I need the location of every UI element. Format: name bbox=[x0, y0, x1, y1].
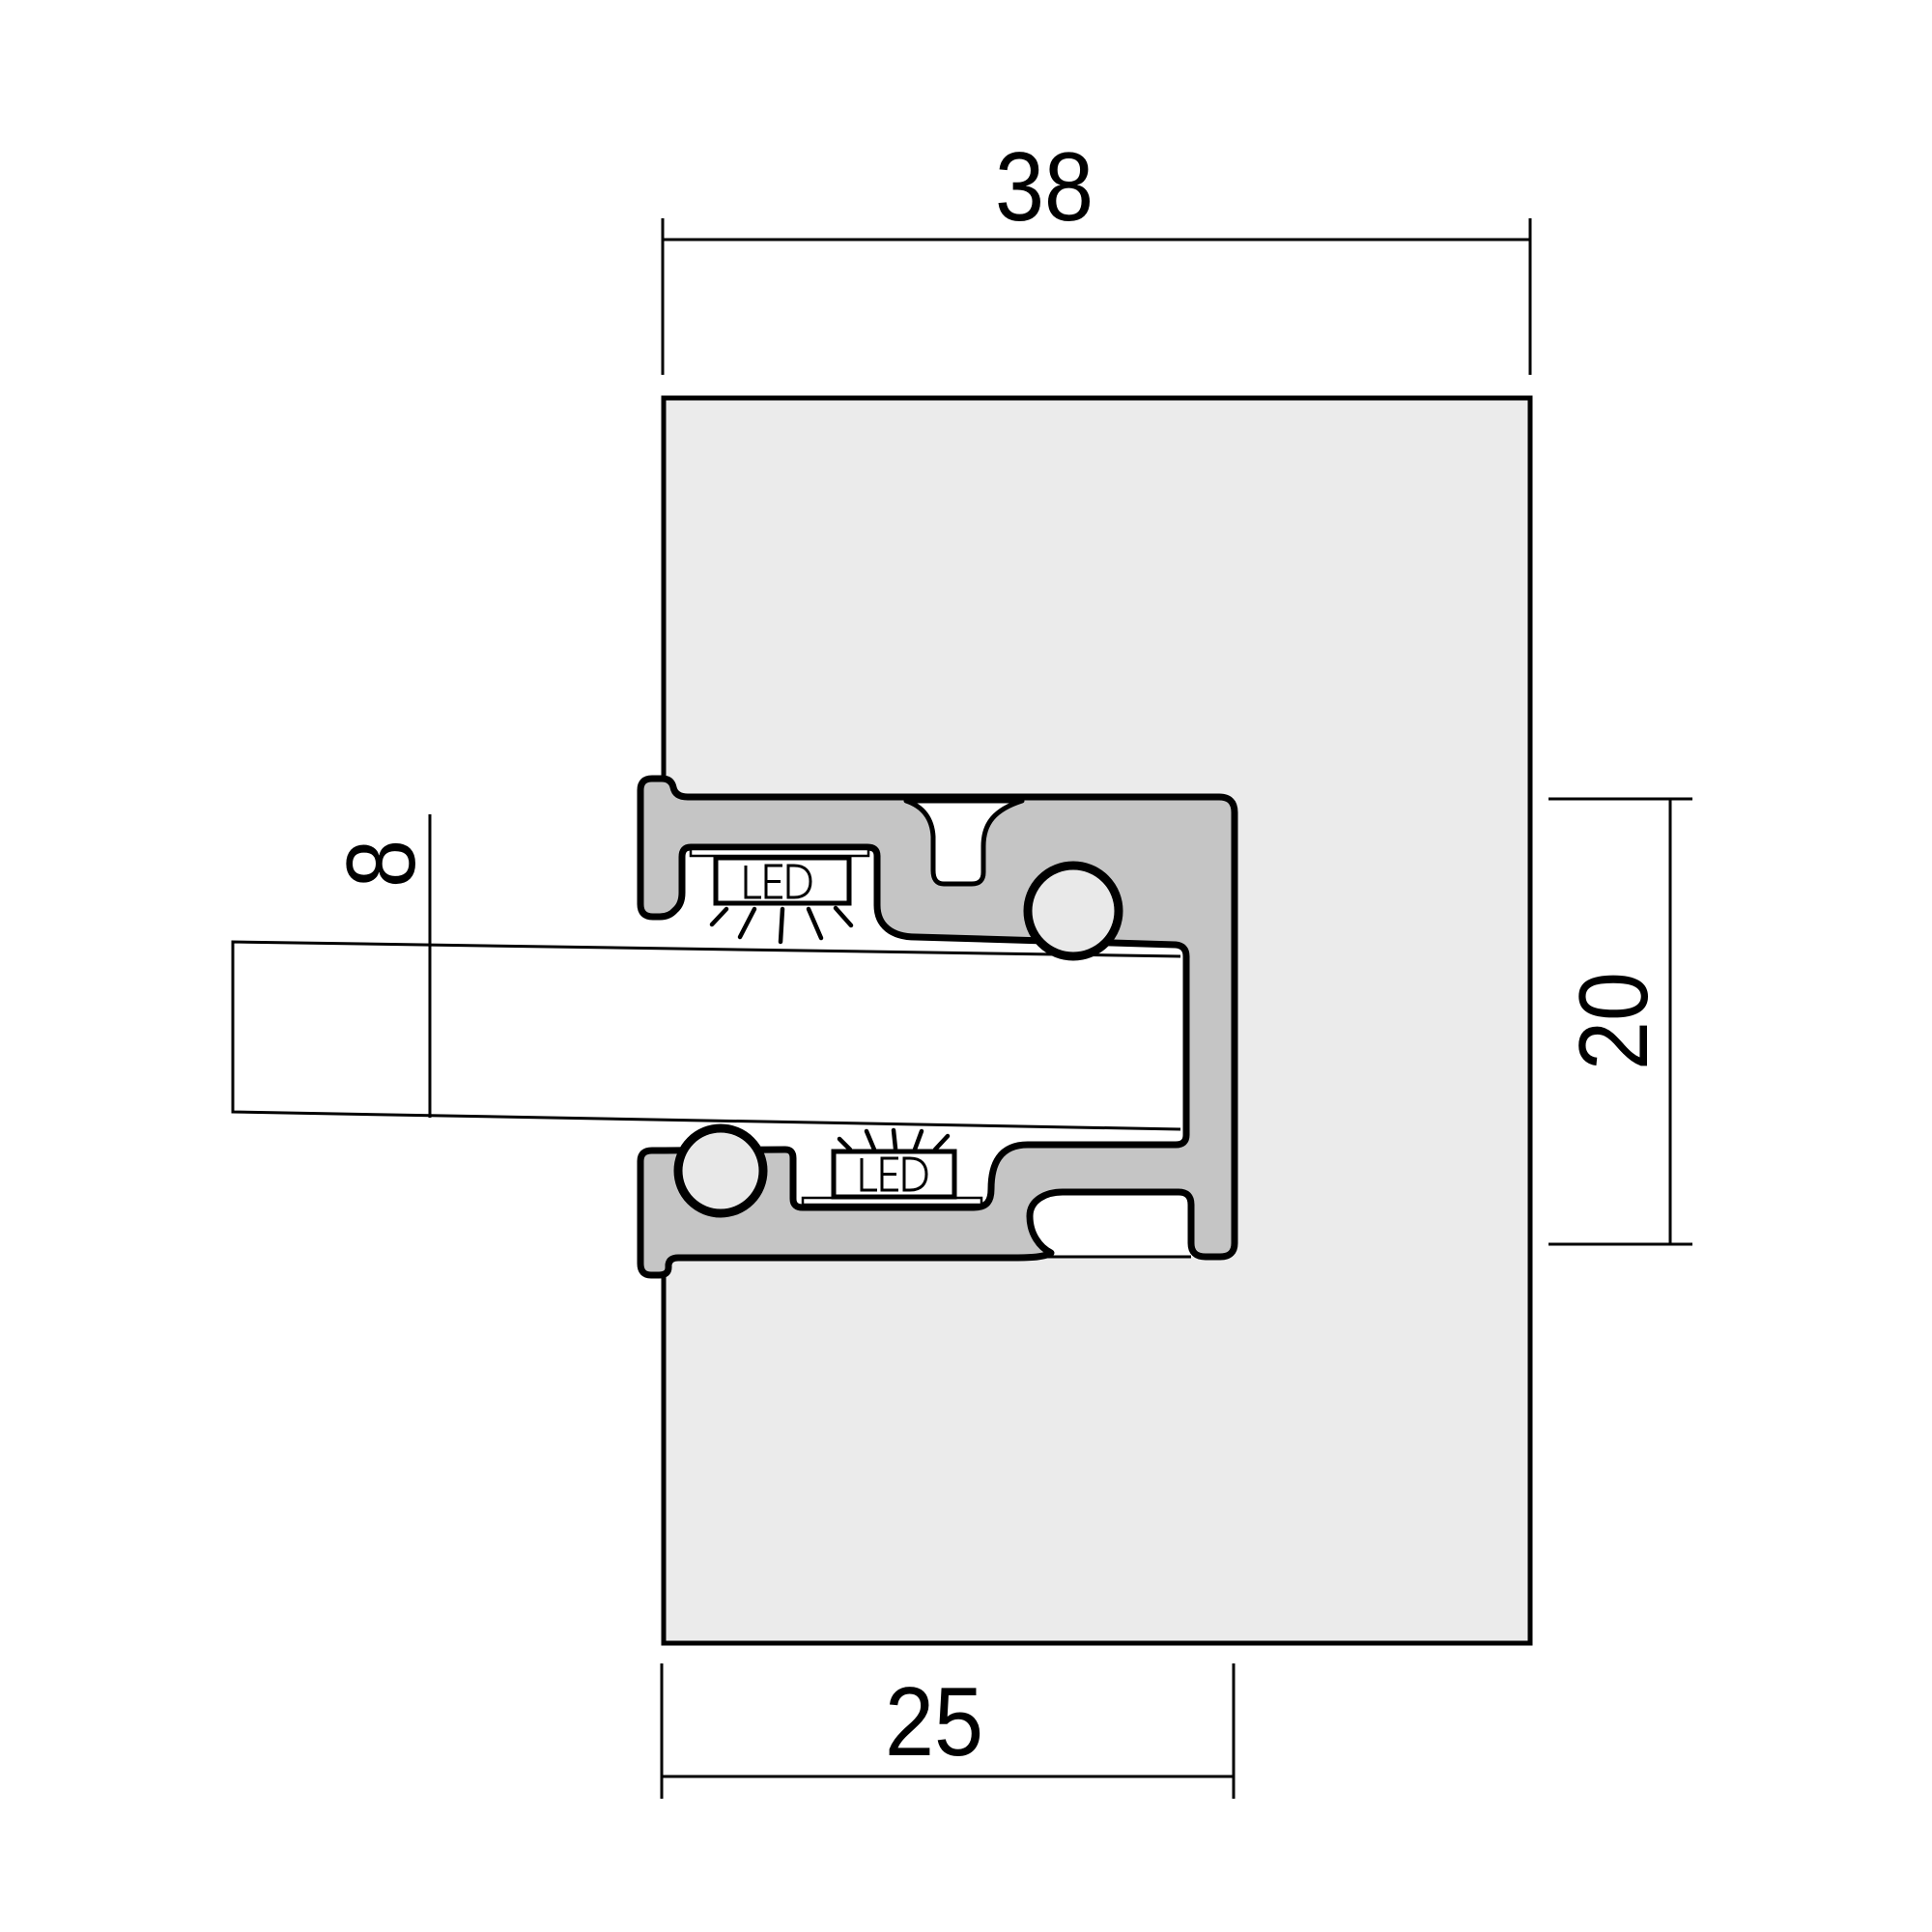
svg-text:38: 38 bbox=[995, 133, 1094, 242]
svg-text:25: 25 bbox=[885, 1668, 983, 1776]
svg-text:20: 20 bbox=[1560, 972, 1668, 1070]
svg-text:8: 8 bbox=[327, 839, 436, 888]
